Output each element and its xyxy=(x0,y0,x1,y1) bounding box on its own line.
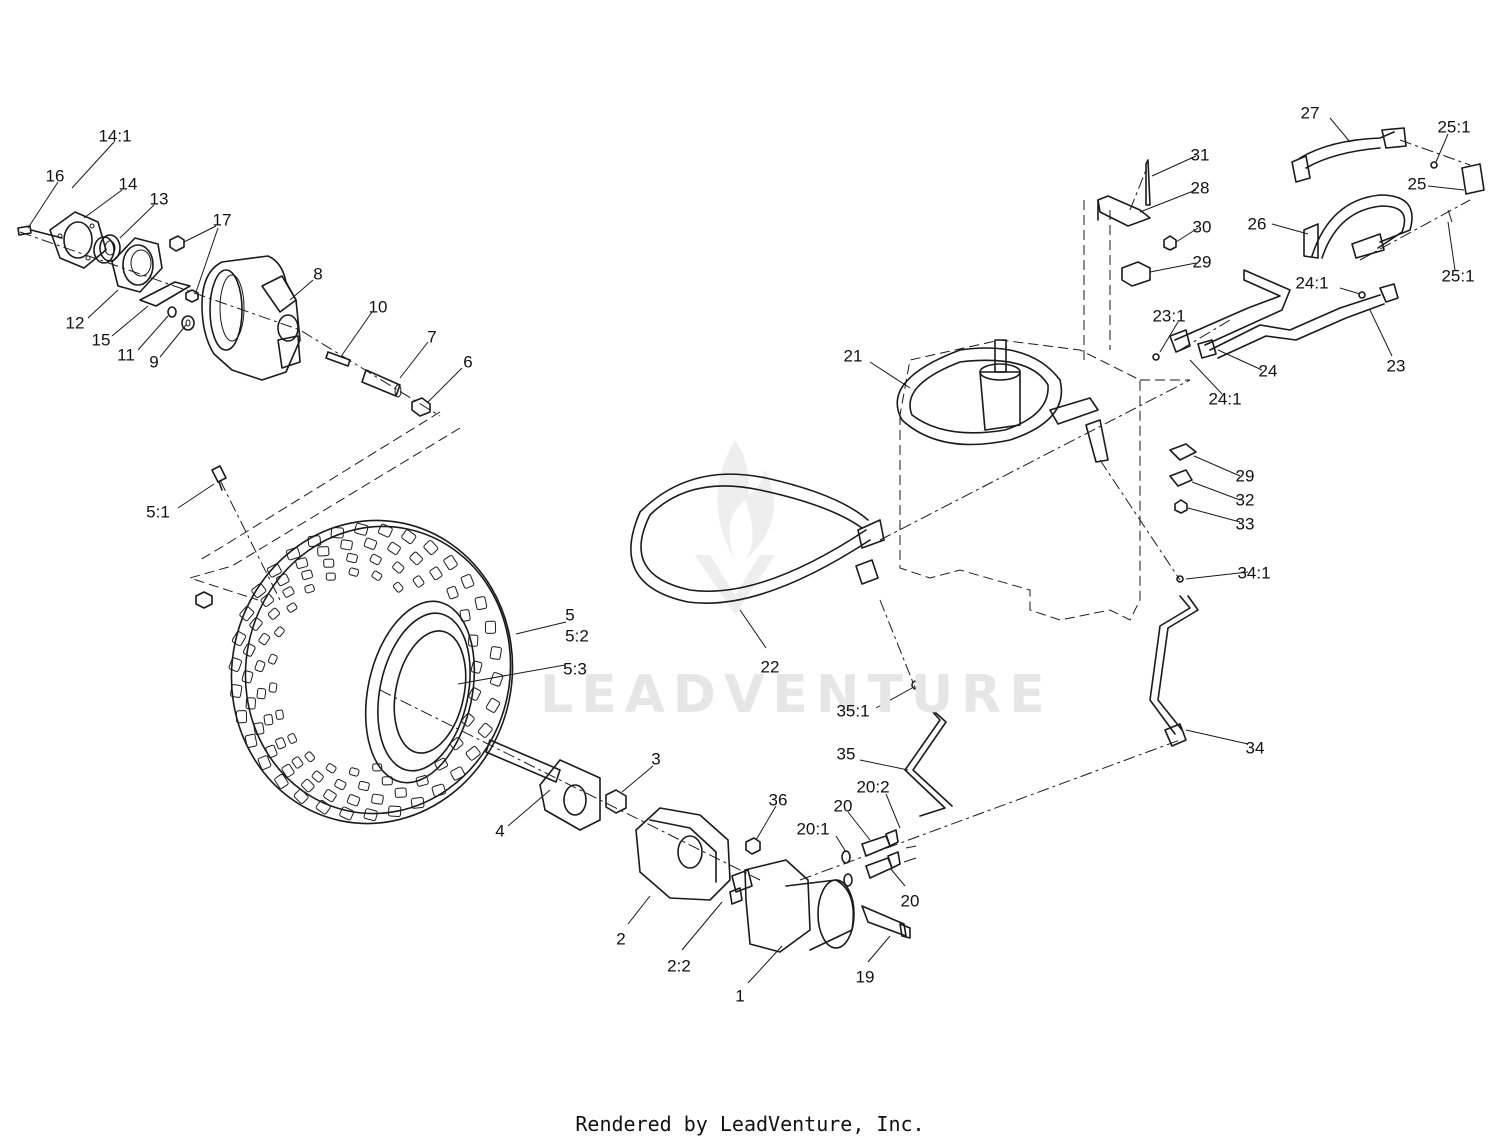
callout-36: 36 xyxy=(769,790,788,809)
callout-14: 14 xyxy=(119,174,138,193)
callout-34: 34 xyxy=(1246,738,1265,757)
callout-34-1: 34:1 xyxy=(1237,563,1270,582)
callout-16: 16 xyxy=(46,166,65,185)
callout-22: 22 xyxy=(761,657,780,676)
callout-29: 29 xyxy=(1236,466,1255,485)
callout-24-1: 24:1 xyxy=(1295,273,1328,292)
callout-11: 11 xyxy=(117,345,135,364)
tube-35 xyxy=(904,697,953,817)
callout-25: 25 xyxy=(1408,174,1427,193)
callout-13: 13 xyxy=(150,189,169,208)
callout-6: 6 xyxy=(463,352,472,371)
callout-17: 17 xyxy=(213,210,232,229)
callout-5-3: 5:3 xyxy=(563,659,587,678)
callout-3: 3 xyxy=(651,749,660,768)
callout-14-1: 14:1 xyxy=(98,126,131,145)
callout-35: 35 xyxy=(837,744,856,763)
rendered-by-footer: Rendered by LeadVenture, Inc. xyxy=(575,1112,925,1136)
axle-shaft xyxy=(379,689,761,881)
tube-34 xyxy=(1149,595,1199,735)
callout-20-1: 20:1 xyxy=(796,819,829,838)
assembly-routing-line xyxy=(188,411,461,601)
callout-24: 24 xyxy=(1259,361,1278,380)
watermark-text: LEADVENTURE xyxy=(540,665,1053,725)
callout-28: 28 xyxy=(1191,178,1210,197)
callout-23-1: 23:1 xyxy=(1152,306,1185,325)
callout-5: 5 xyxy=(565,605,574,624)
callout-2-2: 2:2 xyxy=(667,956,691,975)
callout-20: 20 xyxy=(901,891,920,910)
callout-27: 27 xyxy=(1301,103,1320,122)
tank-frame xyxy=(896,200,1190,621)
callout-21: 21 xyxy=(844,346,863,365)
tubes-23-24 xyxy=(1152,269,1399,361)
callout-31: 31 xyxy=(1191,145,1210,164)
callout-24-1: 24:1 xyxy=(1208,389,1241,408)
callout-19: 19 xyxy=(856,967,875,986)
callout-35-1: 35:1 xyxy=(836,701,869,720)
bracket-hardware xyxy=(1097,159,1197,514)
callout-10: 10 xyxy=(369,297,388,316)
callout-5-1: 5:1 xyxy=(146,502,170,521)
hub-assembly xyxy=(17,211,441,417)
hose-22 xyxy=(630,473,885,605)
callout-4: 4 xyxy=(495,821,504,840)
callout-12: 12 xyxy=(66,313,85,332)
callout-9: 9 xyxy=(149,352,158,371)
callout-15: 15 xyxy=(92,330,111,349)
valve-stem-axis xyxy=(219,479,281,601)
callout-5-2: 5:2 xyxy=(565,626,589,645)
lug-nut xyxy=(195,591,213,609)
callout-2: 2 xyxy=(616,929,625,948)
callout-23: 23 xyxy=(1387,356,1406,375)
leadventure-watermark xyxy=(695,440,775,615)
drive-hub xyxy=(635,807,743,905)
hydraulic-motor xyxy=(731,837,911,953)
tire xyxy=(228,519,514,825)
callout-33: 33 xyxy=(1236,514,1255,533)
callout-25-1: 25:1 xyxy=(1441,266,1474,285)
callout-20-2: 20:2 xyxy=(856,777,889,796)
callout-25-1: 25:1 xyxy=(1437,117,1470,136)
fittings xyxy=(841,829,917,887)
callout-1: 1 xyxy=(735,986,744,1005)
callout-8: 8 xyxy=(313,264,322,283)
routing-line-1 xyxy=(799,139,1471,881)
hoses-26-27 xyxy=(1291,127,1485,259)
callout-7: 7 xyxy=(427,327,436,346)
callout-leaders xyxy=(27,117,1465,984)
callout-26: 26 xyxy=(1248,214,1267,233)
callout-32: 32 xyxy=(1236,490,1255,509)
callout-20: 20 xyxy=(834,796,853,815)
valve-stem xyxy=(211,465,227,491)
callout-30: 30 xyxy=(1193,217,1212,236)
callout-29: 29 xyxy=(1193,252,1212,271)
